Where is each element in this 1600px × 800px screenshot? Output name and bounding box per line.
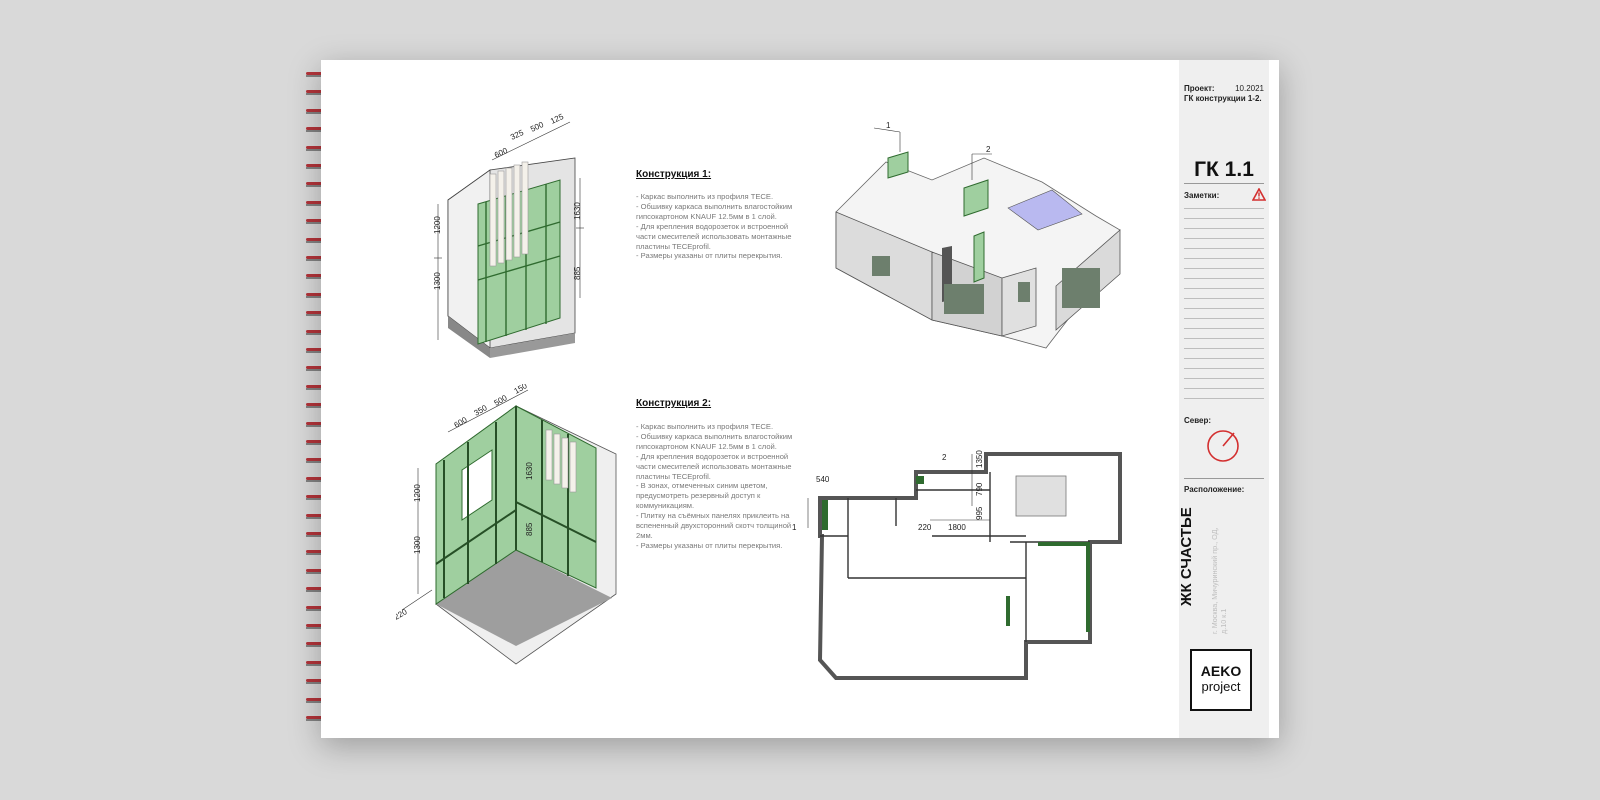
title-block — [1179, 60, 1269, 738]
aeko-logo: AEKO project — [1190, 649, 1252, 711]
construction-2-drawing: 600 350 500 150 1200 1300 1630 885 220 — [396, 384, 617, 665]
logo-line-1: AEKO — [1200, 663, 1242, 679]
callout-1: 1 — [886, 121, 891, 130]
construction-2-title: Конструкция 2: — [636, 398, 712, 409]
notes-rule — [1184, 338, 1264, 339]
dim-label: 150 — [513, 384, 530, 396]
dim-label: 1630 — [525, 462, 534, 480]
notes-rule — [1184, 288, 1264, 289]
construction-1-drawing: 600 325 500 125 1200 1300 1630 885 — [433, 112, 584, 358]
notes-rule — [1184, 308, 1264, 309]
dim-label: 1300 — [433, 272, 442, 290]
notes-rule — [1184, 218, 1264, 219]
callout-2: 2 — [986, 145, 991, 154]
address: г. Москва, Мичуринский пр., ОД, д.10 к.1 — [1210, 527, 1228, 634]
dim-label: 1200 — [433, 216, 442, 234]
dim-label: 600 — [493, 146, 509, 160]
location-label: Расположение: — [1184, 485, 1245, 494]
notes-rule — [1184, 368, 1264, 369]
dim-label: 600 — [453, 415, 470, 430]
construction-1-notes: - Каркас выполнить из профиля TECE. - Об… — [636, 192, 793, 261]
construction-1-title: Конструкция 1: — [636, 169, 712, 180]
notes-rule — [1184, 318, 1264, 319]
notes-rule — [1184, 238, 1264, 239]
notes-rule — [1184, 228, 1264, 229]
notes-rule — [1184, 398, 1264, 399]
notes-rule — [1184, 278, 1264, 279]
warning-icon — [1252, 188, 1266, 201]
dim-label: 1300 — [413, 536, 422, 554]
dim-label: 125 — [549, 112, 565, 126]
notes-rule — [1184, 348, 1264, 349]
project-label: Проект: — [1184, 84, 1215, 93]
notes-rule — [1184, 208, 1264, 209]
notes-rule — [1184, 258, 1264, 259]
callout-2: 2 — [942, 453, 947, 462]
notes-rule — [1184, 268, 1264, 269]
logo-line-2: project — [1201, 679, 1241, 694]
notes-rule — [1184, 378, 1264, 379]
notes-label: Заметки: — [1184, 191, 1220, 200]
dim-label: 995 — [975, 506, 984, 520]
project-date: 10.2021 — [1235, 84, 1264, 93]
dim-label: 220 — [396, 607, 409, 622]
dim-label: 885 — [525, 522, 534, 536]
dim-label: 885 — [573, 266, 582, 280]
dim-label: 500 — [529, 120, 545, 134]
dim-label: 790 — [975, 482, 984, 496]
notes-rule — [1184, 358, 1264, 359]
sheet-number: ГК 1.1 — [1194, 158, 1254, 181]
notes-rule — [1184, 298, 1264, 299]
section-divider — [1184, 478, 1264, 479]
dim-label: 540 — [816, 475, 830, 484]
floor-plan: 540 1350 790 995 220 1800 1 2 — [792, 450, 1122, 680]
dim-label: 1350 — [975, 450, 984, 468]
section-divider — [1184, 183, 1264, 184]
north-arrow-icon — [1207, 430, 1239, 462]
notes-rule — [1184, 328, 1264, 329]
complex-name: ЖК СЧАСТЬЕ — [1178, 507, 1195, 606]
notes-rule — [1184, 388, 1264, 389]
callout-1: 1 — [792, 523, 797, 532]
dim-label: 1800 — [948, 523, 966, 532]
dim-label: 500 — [493, 393, 510, 408]
dim-label: 1630 — [573, 202, 582, 220]
notes-rule — [1184, 248, 1264, 249]
dim-label: 350 — [473, 403, 490, 418]
dim-label: 220 — [918, 523, 932, 532]
north-label: Север: — [1184, 416, 1212, 425]
project-subtitle: ГК конструкции 1-2. — [1184, 94, 1262, 103]
apartment-axonometric: 1 2 — [835, 121, 1121, 349]
dim-label: 1200 — [413, 484, 422, 502]
dim-label: 325 — [509, 128, 525, 142]
construction-2-notes: - Каркас выполнить из профиля TECE. - Об… — [636, 422, 793, 550]
